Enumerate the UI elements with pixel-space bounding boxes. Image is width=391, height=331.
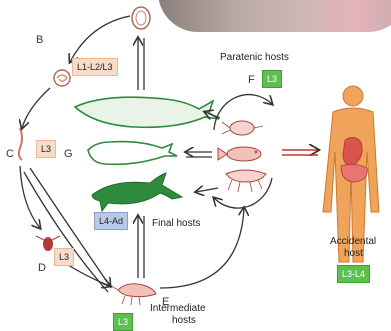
arrow-a-to-b <box>70 16 130 62</box>
larva-icon <box>19 128 22 160</box>
intermediate-hosts-label-2: hosts <box>172 315 196 327</box>
squid-icon <box>222 121 263 135</box>
stage-c-badge: L3 <box>36 140 56 158</box>
egg-icon <box>132 7 150 29</box>
stage-letter-f: F <box>248 74 255 86</box>
whale-icon <box>75 97 219 127</box>
accidental-host-label-2: host <box>344 248 363 260</box>
arrow-b-to-c <box>22 88 50 128</box>
intermediate-hosts-label-1: Intermediate <box>150 303 206 315</box>
stage-letter-b: B <box>36 34 43 46</box>
seal-icon <box>88 142 177 165</box>
fish-icon <box>218 147 261 161</box>
cephalopod-icon <box>226 170 266 192</box>
stage-g-badge: L4-Ad <box>94 212 128 230</box>
stage-letter-g: G <box>64 148 73 160</box>
stage-e-badge: L3 <box>113 313 133 331</box>
paratenic-hosts-label: Paratenic hosts <box>220 52 289 64</box>
paratenic-cycle-arrow-2 <box>214 178 272 208</box>
stage-letter-d: D <box>38 262 46 274</box>
arrow-c-to-e-2 <box>24 172 108 292</box>
accidental-host-label-1: Accidental <box>330 236 376 248</box>
accidental-host-badge: L3-L4 <box>337 265 370 283</box>
dolphin-icon <box>92 173 182 211</box>
arrow-c-to-d <box>20 166 40 228</box>
stage-d-badge: L3 <box>54 248 74 266</box>
final-hosts-label: Final hosts <box>152 218 200 230</box>
krill-icon <box>108 284 156 305</box>
stage-f-badge: L3 <box>262 70 282 88</box>
arrow-f-to-g-dolphin <box>196 188 218 192</box>
stage-letter-c: C <box>6 148 14 160</box>
stage-b-badge: L1-L2/L3 <box>72 58 118 76</box>
